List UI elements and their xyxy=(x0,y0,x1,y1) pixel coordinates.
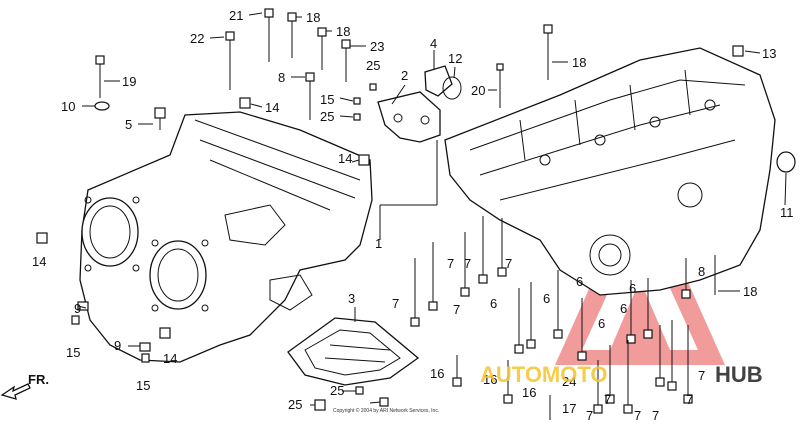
callout-label: 7 xyxy=(652,408,659,423)
callout-label: 9 xyxy=(74,301,81,316)
callout-label: 25 xyxy=(330,383,344,398)
callout-label: 18 xyxy=(306,10,320,25)
callout-label: 6 xyxy=(576,274,583,289)
callout-label: 15 xyxy=(320,92,334,107)
front-direction-arrow: FR. xyxy=(0,372,49,400)
callout-label: 18 xyxy=(743,284,757,299)
copyright-notice: Copyright © 2004 by ARI Network Services… xyxy=(333,407,439,414)
callout-label: 6 xyxy=(490,296,497,311)
callout-label: 7 xyxy=(505,256,512,271)
callout-label: 25 xyxy=(320,109,334,124)
callout-label: 23 xyxy=(370,39,384,54)
upper-crankcase xyxy=(79,111,373,363)
callout-label: 13 xyxy=(762,46,776,61)
fitting-part-4 xyxy=(424,65,462,100)
callout-label: 12 xyxy=(448,51,462,66)
callout-label: 16 xyxy=(430,366,444,381)
callout-label: 1 xyxy=(375,236,382,251)
callout-label: 15 xyxy=(136,378,150,393)
callout-label: 25 xyxy=(288,397,302,412)
watermark-text-right: HUB xyxy=(715,362,763,387)
callout-label: 7 xyxy=(686,392,693,407)
callout-label: 7 xyxy=(634,408,641,423)
callout-label: 6 xyxy=(629,281,636,296)
callout-label: 7 xyxy=(586,408,593,423)
callout-label: 7 xyxy=(453,302,460,317)
callout-label: 10 xyxy=(61,99,75,114)
callout-label: 4 xyxy=(430,36,437,51)
callout-label: 22 xyxy=(190,31,204,46)
callout-labels: 21 18 22 18 23 19 8 25 4 12 2 13 18 20 1… xyxy=(32,8,794,423)
callout-label: 21 xyxy=(229,8,243,23)
callout-label: 16 xyxy=(522,385,536,400)
callout-label: 7 xyxy=(464,256,471,271)
bracket-part-2 xyxy=(377,91,441,143)
callout-label: 7 xyxy=(604,392,611,407)
oil-pan xyxy=(287,317,420,386)
callout-label: 9 xyxy=(114,338,121,353)
fr-arrow-label: FR. xyxy=(28,372,49,387)
leader-lines xyxy=(77,12,787,406)
bolts xyxy=(36,8,796,420)
callout-label: 14 xyxy=(163,351,177,366)
callout-label: 5 xyxy=(125,117,132,132)
callout-label: 3 xyxy=(348,291,355,306)
watermark-text-left: AUTOMOTO xyxy=(480,362,608,387)
callout-label: 14 xyxy=(32,254,46,269)
callout-label: 14 xyxy=(265,100,279,115)
callout-label: 17 xyxy=(562,401,576,416)
callout-label: 8 xyxy=(278,70,285,85)
callout-label: 24 xyxy=(562,374,576,389)
callout-label: 7 xyxy=(698,368,705,383)
callout-label: 16 xyxy=(483,372,497,387)
callout-label: 19 xyxy=(122,74,136,89)
callout-label: 11 xyxy=(780,205,794,220)
lower-crankcase xyxy=(444,47,776,296)
callout-label: 6 xyxy=(543,291,550,306)
callout-label: 18 xyxy=(572,55,586,70)
callout-label: 6 xyxy=(620,301,627,316)
callout-label: 6 xyxy=(598,316,605,331)
callout-label: 2 xyxy=(401,68,408,83)
callout-label: 7 xyxy=(447,256,454,271)
callout-label: 20 xyxy=(471,83,485,98)
callout-label: 8 xyxy=(698,264,705,279)
callout-label: 18 xyxy=(336,24,350,39)
callout-label: 15 xyxy=(66,345,80,360)
callout-label: 25 xyxy=(366,58,380,73)
callout-label: 7 xyxy=(392,296,399,311)
watermark-text: AUTOMOTO HUB xyxy=(480,362,763,387)
callout-label: 14 xyxy=(338,151,352,166)
